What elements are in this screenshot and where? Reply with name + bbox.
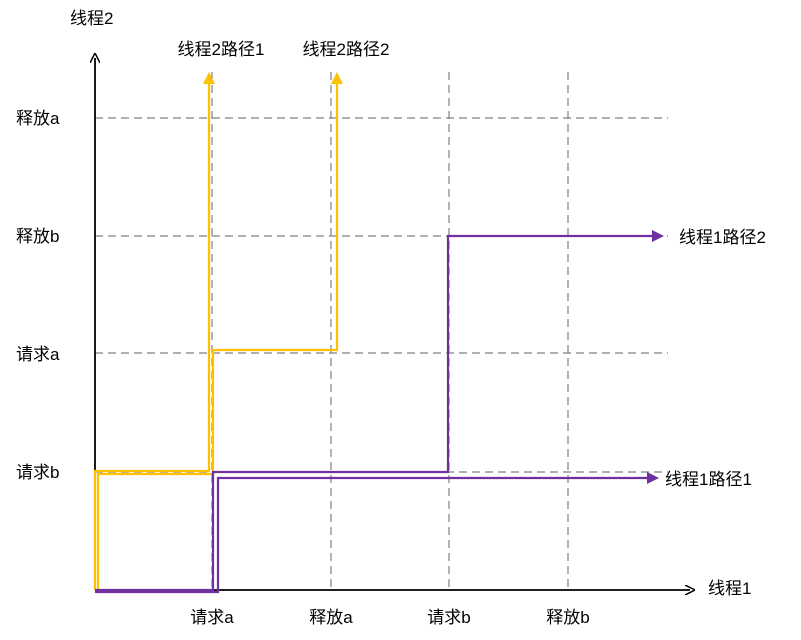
y-tick-label: 释放a <box>16 109 60 128</box>
y-tick-label: 请求a <box>16 345 60 364</box>
x-axis-title: 线程1 <box>708 579 751 598</box>
path-label-thread1-2: 线程1路径2 <box>679 228 766 247</box>
x-tick-label: 请求b <box>427 608 470 627</box>
path-thread1-2-line <box>95 230 664 592</box>
y-tick-label: 请求b <box>16 463 59 482</box>
path-label-thread2-1: 线程2路径1 <box>178 40 265 59</box>
x-tick-label: 释放b <box>546 608 589 627</box>
path-thread1-1-line <box>95 472 659 594</box>
path-thread2-2-line <box>96 72 343 590</box>
y-tick-label: 释放b <box>16 227 59 246</box>
path-thread2-1-line <box>93 72 215 590</box>
y-axis-title: 线程2 <box>70 9 113 28</box>
x-tick-label: 请求a <box>190 608 234 627</box>
path-label-thread2-2: 线程2路径2 <box>303 40 390 59</box>
grid <box>95 72 668 590</box>
x-tick-label: 释放a <box>309 608 353 627</box>
path-label-thread1-1: 线程1路径1 <box>665 470 752 489</box>
